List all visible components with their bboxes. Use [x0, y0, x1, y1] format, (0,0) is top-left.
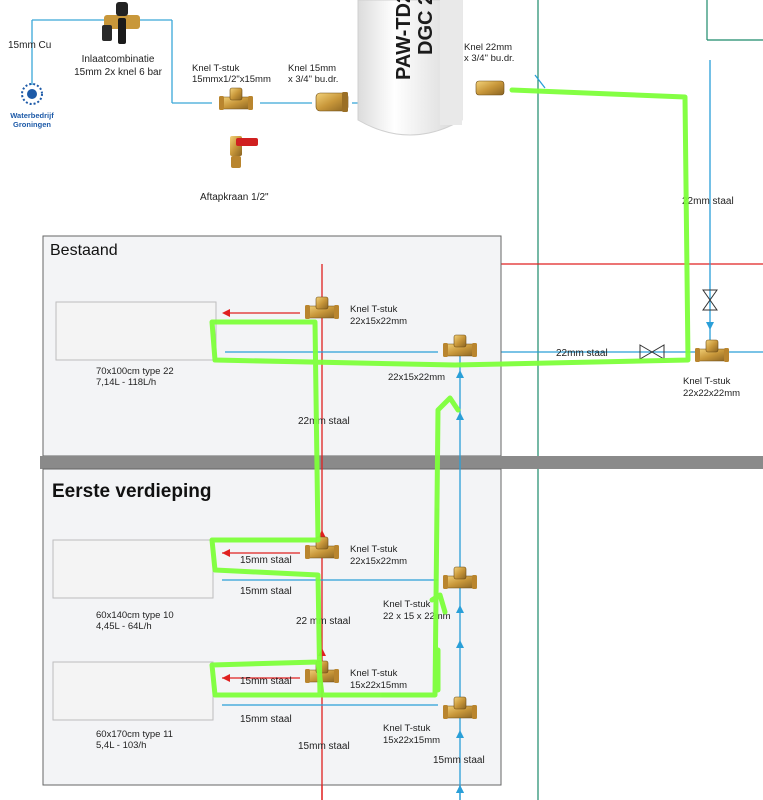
tee-top-line2: 15mmx1/2"x15mm [192, 74, 271, 85]
radiator-icon [55, 301, 217, 361]
panel-first-floor [42, 468, 502, 786]
rad1-return: 15mm staal [240, 586, 292, 597]
boiler-line1: PAW-TD2 [393, 0, 415, 80]
tee-fitting-icon [218, 87, 254, 111]
rad-existing-line1: 70x100cm type 22 [96, 366, 174, 377]
rad2-return: 15mm staal [240, 714, 292, 725]
inlet-valve-icon [102, 2, 140, 44]
frame-lines [537, 0, 763, 800]
boiler-line2: DGC 2 [415, 0, 437, 55]
tee2-line2: 22 x 15 x 22mm [383, 611, 451, 622]
section-title-existing: Bestaand [50, 242, 118, 259]
valve-icon [702, 289, 718, 311]
tee4-line2: 15x22x15mm [383, 735, 440, 746]
main-tee-line1: Knel T-stuk [683, 376, 731, 387]
tee1-line2: 22x15x22mm [350, 556, 407, 567]
rad2-supply: 15mm staal [240, 676, 292, 687]
drain-label: Aftapkraan 1/2" [200, 192, 269, 203]
tee4-line1: Knel T-stuk [383, 723, 431, 734]
water-logo-icon [21, 83, 43, 105]
inlet-line2: 15mm 2x knel 6 bar [74, 67, 162, 78]
tee-existing-red-line2: 22x15x22mm [350, 316, 407, 327]
rad1-line2: 4,45L - 64L/h [96, 621, 152, 632]
rad1-line1: 60x140cm type 10 [96, 610, 174, 621]
section-title-first-floor: Eerste verdieping [52, 481, 211, 502]
rad2-line2: 5,4L - 103/h [96, 740, 146, 751]
tee-top-line1: Knel T-stuk [192, 63, 240, 74]
logo-line2: Groningen [13, 120, 51, 129]
radiator-icon [52, 539, 214, 599]
tee-existing-blue-line2: 22x15x22mm [388, 372, 445, 383]
elbow15-line2: x 3/4" bu.dr. [288, 74, 338, 85]
tee3-line1: Knel T-stuk [350, 668, 398, 679]
rad-existing-line2: 7,14L - 118L/h [96, 377, 156, 388]
boiler-icon [357, 0, 463, 136]
drain-tap-icon [230, 136, 258, 168]
cold-water-feed [31, 19, 362, 104]
elbow-fitting-icon [315, 92, 349, 112]
pipe-existing-horizontal: 22mm staal [556, 348, 608, 359]
pipe22-vertical-label: 22mm staal [682, 196, 734, 207]
supply-pipe-label: 15mm Cu [8, 40, 51, 51]
pipe-existing-vertical: 22mm staal [298, 416, 350, 427]
elbow22-line2: x 3/4" bu.dr. [464, 53, 514, 64]
valve-icon [639, 344, 665, 360]
tee-fitting-icon [694, 339, 730, 363]
pipe-bottom-red: 15mm staal [298, 741, 350, 752]
tee2-line1: Knel T-stuk [383, 599, 431, 610]
pipe-first-vertical: 22 mm staal [296, 616, 350, 627]
main-tee-line2: 22x22x22mm [683, 388, 740, 399]
elbow15-line1: Knel 15mm [288, 63, 336, 74]
tee1-line1: Knel T-stuk [350, 544, 398, 555]
elbow-fitting-icon [475, 80, 505, 96]
highlight-path [209, 87, 691, 698]
tee-existing-red-line1: Knel T-stuk [350, 304, 398, 315]
inlet-line1: Inlaatcombinatie [82, 54, 155, 65]
radiator-icon [52, 661, 214, 721]
pipe-bottom-blue: 15mm staal [433, 755, 485, 766]
rad1-supply: 15mm staal [240, 555, 292, 566]
elbow22-line1: Knel 22mm [464, 42, 512, 53]
rad2-line1: 60x170cm type 11 [96, 729, 173, 740]
floor-slab [40, 456, 763, 469]
tee3-line2: 15x22x15mm [350, 680, 407, 691]
logo-line1: Waterbedrijf [10, 111, 54, 120]
